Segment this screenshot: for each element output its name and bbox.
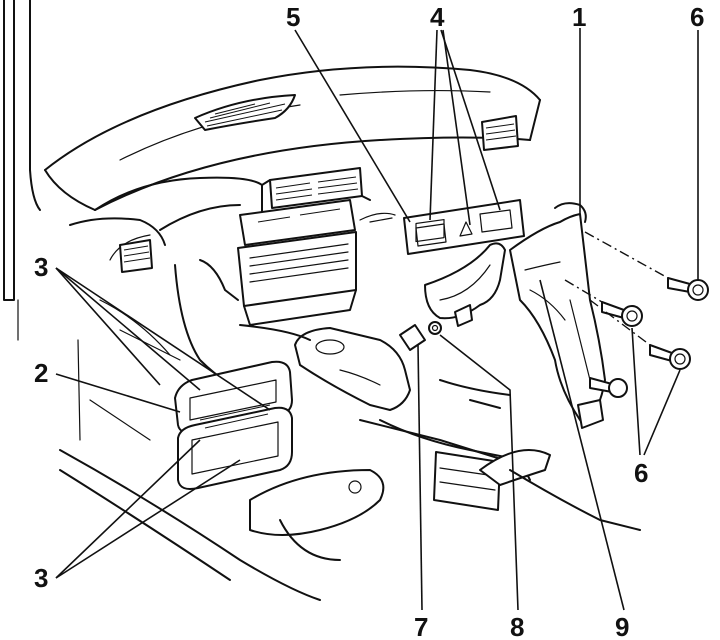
leader-lines (55, 28, 699, 611)
lower-center-tray (359, 212, 396, 223)
clip-7 (399, 324, 426, 351)
tunnel-trim-left (424, 242, 506, 327)
callout-7: 7 (414, 612, 428, 640)
screw-lower (649, 344, 691, 370)
alignment-lines (564, 231, 669, 346)
callout-8: 8 (510, 612, 524, 640)
console-side-trim (509, 202, 606, 429)
callout-3-upper: 3 (34, 252, 48, 282)
instrument-area (69, 176, 263, 273)
center-vents (261, 167, 371, 209)
floor-structure (59, 264, 641, 601)
callout-6-upper: 6 (690, 2, 704, 32)
callout-6-lower: 6 (634, 458, 648, 488)
dashboard-top (44, 65, 541, 211)
callout-9: 9 (615, 612, 629, 640)
center-console-housing (199, 199, 357, 326)
defroster-grille (194, 94, 296, 131)
callout-2: 2 (34, 358, 48, 388)
callout-4: 4 (430, 2, 445, 32)
screw-upper (667, 277, 709, 301)
clip-8 (428, 321, 442, 335)
switch-panel (403, 199, 525, 255)
cup-holder-insert (174, 360, 293, 490)
callout-5: 5 (286, 2, 300, 32)
windshield-frame (3, 0, 41, 341)
callout-3-lower: 3 (34, 563, 48, 593)
callout-1: 1 (572, 2, 586, 32)
right-dash-vent (481, 115, 519, 151)
screw-installed (589, 377, 628, 398)
